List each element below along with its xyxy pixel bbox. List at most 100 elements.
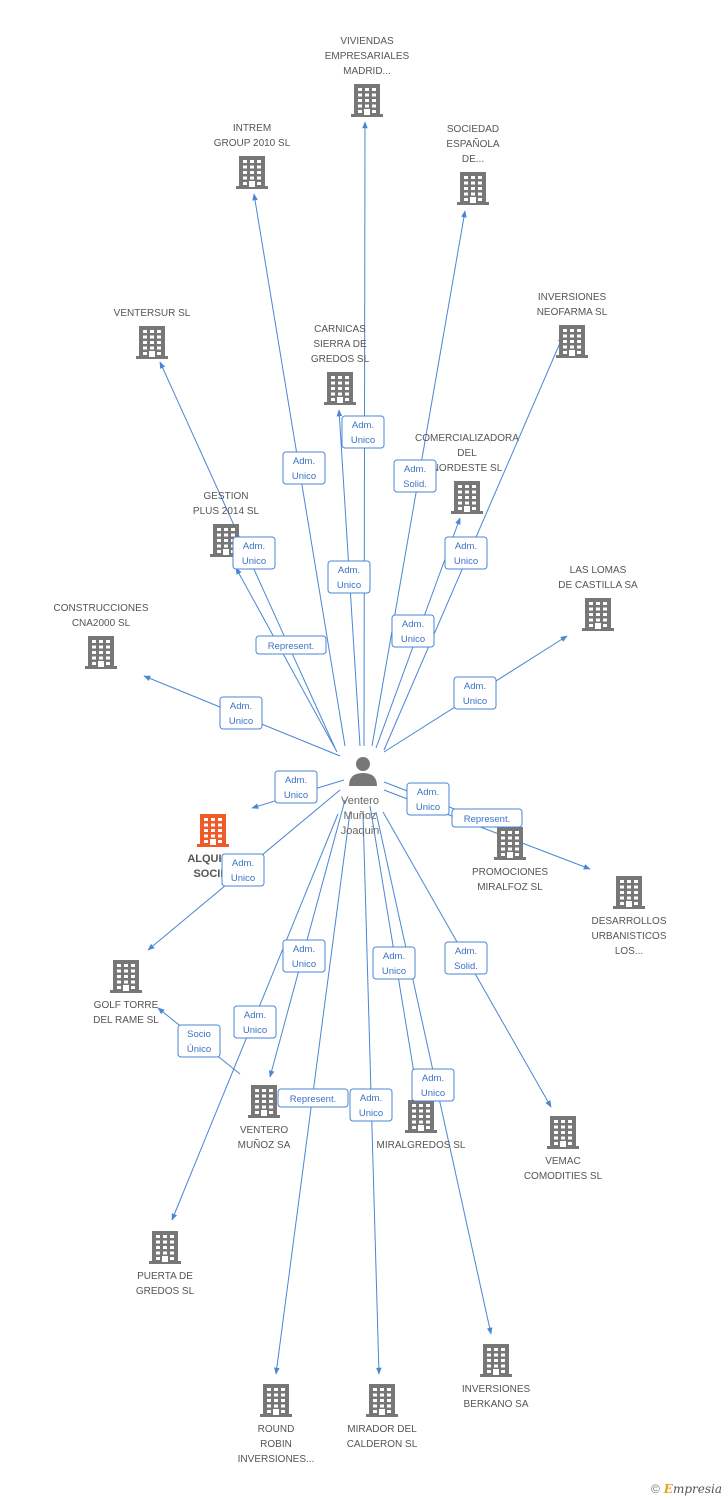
edge-label-person-carnicas[interactable]: Adm.Unico — [327, 560, 371, 594]
building-window — [554, 1142, 558, 1145]
building-window — [494, 1353, 498, 1357]
building-window — [243, 165, 247, 169]
edge-label-text: Unico — [231, 873, 255, 884]
edge-label-person-intrem[interactable]: Adm.Unico — [282, 451, 326, 485]
building-window — [419, 1120, 423, 1124]
company-node-ventersur[interactable] — [136, 326, 168, 359]
edge-label-person-miralgredos[interactable]: Adm.Unico — [372, 946, 416, 980]
edge-label-person-mirador[interactable]: Adm.Unico — [349, 1088, 393, 1122]
building-window — [170, 1257, 174, 1260]
edge-label-text: Adm. — [232, 858, 254, 869]
building-window — [124, 969, 128, 973]
company-node-intrem[interactable] — [236, 156, 268, 189]
building-window — [274, 1393, 278, 1397]
building-window — [464, 176, 468, 179]
company-node-carnicas[interactable] — [324, 372, 356, 405]
company-node-viviendas[interactable] — [351, 84, 383, 117]
building-window — [563, 345, 567, 349]
building-window — [471, 192, 475, 196]
building-window — [338, 387, 342, 390]
building-window — [217, 539, 221, 542]
building-window — [387, 1404, 391, 1408]
building-window — [124, 975, 128, 978]
building-window — [117, 969, 121, 973]
building-window — [269, 1094, 273, 1098]
company-node-berkano[interactable] — [480, 1344, 512, 1377]
building-window — [568, 1131, 572, 1134]
building-window — [568, 1125, 572, 1129]
edge-label-person-berkano[interactable]: Adm.Unico — [411, 1068, 455, 1102]
company-node-comercializadora[interactable] — [451, 481, 483, 514]
edge-label-person-ventersur[interactable]: Adm.Unico — [232, 536, 276, 570]
building-window — [458, 507, 462, 510]
building-window — [345, 398, 349, 401]
edge-label-person-puerta[interactable]: Adm.Unico — [233, 1005, 277, 1039]
building-window — [627, 885, 631, 889]
building-door — [162, 1256, 168, 1262]
building-window — [250, 165, 254, 169]
edge-label-person-promociones[interactable]: Adm.Unico — [406, 782, 450, 816]
company-node-puerta[interactable] — [149, 1231, 181, 1264]
edge-label-person-golf[interactable]: Adm.Unico — [274, 770, 318, 804]
edge-label-person-laslomas[interactable]: Adm.Unico — [453, 676, 497, 710]
building-window — [269, 1100, 273, 1103]
building-window — [561, 1120, 565, 1123]
edge-label-text: Unico — [229, 716, 253, 727]
edge-label-person-roundrobin[interactable]: Represent. — [277, 1088, 349, 1108]
company-node-golf[interactable] — [110, 960, 142, 993]
building-window — [627, 896, 631, 900]
building-window — [380, 1404, 384, 1408]
building-window — [472, 490, 476, 494]
node-label-viviendas-line-1: VIVIENDAS — [340, 36, 394, 47]
company-node-vemac[interactable] — [547, 1116, 579, 1149]
building-window — [269, 1111, 273, 1114]
company-node-construcciones[interactable] — [85, 636, 117, 669]
building-door — [560, 1141, 566, 1147]
node-label-sociedad-line-2: ESPAÑOLA — [446, 137, 499, 150]
building-window — [170, 1246, 174, 1249]
edge-label-person-alquima[interactable]: Adm. Unico — [221, 853, 265, 887]
building-window — [331, 387, 335, 390]
company-node-desarrollos[interactable] — [613, 876, 645, 909]
building-window — [501, 1348, 505, 1351]
company-node-neofarma[interactable] — [556, 325, 588, 358]
company-node-mirador[interactable] — [366, 1384, 398, 1417]
building-window — [358, 88, 362, 91]
edge-label-person-venterosa[interactable]: Adm.Unico — [282, 939, 326, 973]
building-window — [231, 528, 235, 531]
company-node-venterosa[interactable] — [248, 1085, 280, 1118]
brand-logo: Empresia — [663, 1482, 722, 1496]
edge-label-person-gestion[interactable]: Represent. — [255, 635, 327, 655]
company-node-sociedad[interactable] — [457, 172, 489, 205]
person-icon[interactable] — [349, 757, 377, 786]
building-window — [570, 334, 574, 338]
node-label-golf-line-1: GOLF TORRE — [94, 1000, 159, 1011]
building-window — [561, 1131, 565, 1134]
building-window — [464, 198, 468, 201]
edge-label-person-comercializadora[interactable]: Adm.Unico — [391, 614, 435, 648]
building-window — [204, 823, 208, 827]
edge-label-person-vemac[interactable]: Adm.Solid. — [444, 941, 488, 975]
building-window — [387, 1388, 391, 1391]
building-window — [501, 853, 505, 856]
company-node-alquima[interactable] — [197, 814, 229, 847]
building-window — [465, 490, 469, 494]
edge-label-text: Unico — [401, 634, 425, 645]
edge-label-person-neofarma[interactable]: Adm.Unico — [444, 536, 488, 570]
edge-label-person-desarrollos[interactable]: Represent. — [451, 808, 523, 828]
edge-label-person-viviendas[interactable]: Adm.Unico — [341, 415, 385, 449]
company-node-laslomas[interactable] — [582, 598, 614, 631]
edge-label-person-sociedad[interactable]: Adm.Solid. — [393, 459, 437, 493]
building-window — [131, 969, 135, 973]
company-node-roundrobin[interactable] — [260, 1384, 292, 1417]
building-window — [99, 645, 103, 649]
building-window — [255, 1089, 259, 1092]
building-window — [577, 329, 581, 332]
building-window — [117, 975, 121, 978]
company-node-promociones[interactable] — [494, 827, 526, 860]
building-window — [262, 1100, 266, 1103]
edge-label-person-construcciones[interactable]: Adm.Unico — [219, 696, 263, 730]
company-node-miralgredos[interactable] — [405, 1100, 437, 1133]
node-label-puerta-line-2: GREDOS SL — [136, 1286, 195, 1297]
